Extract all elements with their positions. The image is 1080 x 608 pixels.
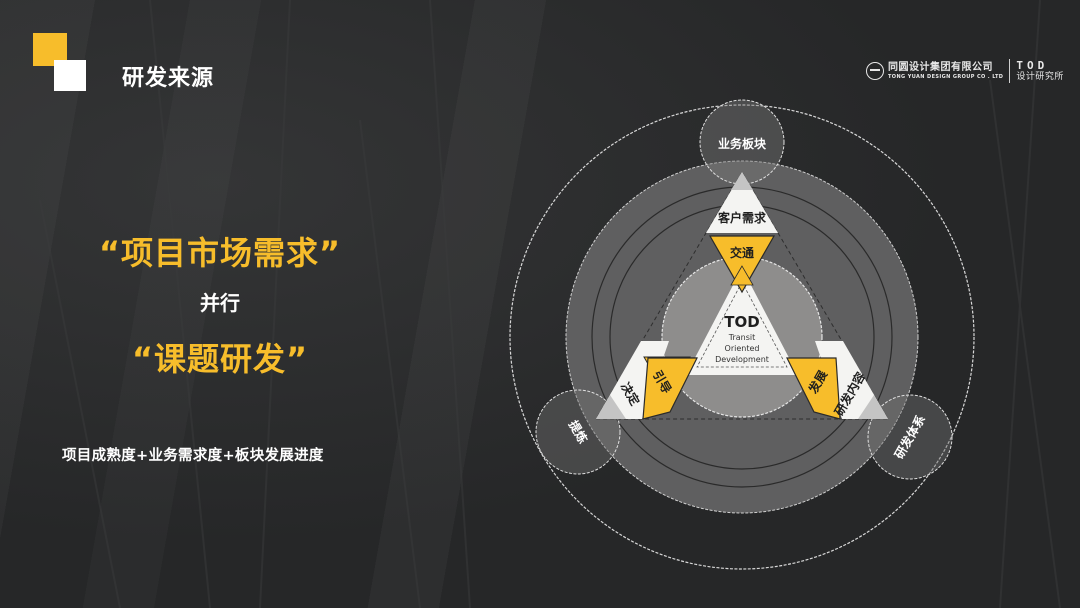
top-tip: [731, 172, 753, 190]
label-business-segment: 业务板块: [718, 136, 767, 151]
tod-mark: TOD: [1016, 59, 1049, 72]
top-white-triangle: [706, 172, 778, 233]
satellite-left: [535, 389, 621, 475]
page-title: 研发来源: [122, 66, 215, 91]
label-customer-demand: 客户需求: [717, 210, 767, 225]
headline-market-demand: “项目市场需求”: [98, 234, 342, 272]
center-triangle: [686, 268, 798, 375]
company-name-cn: 同圆设计集团有限公司: [888, 61, 993, 73]
label-transport: 交通: [730, 245, 754, 260]
guide-triangle: [595, 171, 889, 420]
brand-divider: [1009, 59, 1011, 83]
outer-ring: [509, 104, 975, 570]
headline-parallel: 并行: [200, 291, 240, 315]
top-yellow-overlap: [730, 265, 754, 286]
tod-unit-name: 设计研究所: [1016, 72, 1064, 82]
brand-logo: 同圆设计集团有限公司 TONG YUAN DESIGN GROUP CO . L…: [866, 58, 1064, 84]
label-development: Development: [715, 355, 769, 364]
top-yellow-triangle: [708, 235, 776, 294]
right-tip: [858, 395, 888, 419]
center-inner-dashed: [696, 281, 788, 368]
company-name-en: TONG YUAN DESIGN GROUP CO . LTD: [888, 73, 1004, 80]
satellite-right: [867, 394, 953, 480]
headline-research: “课题研发”: [131, 340, 309, 378]
label-oriented: Oriented: [725, 344, 760, 353]
label-tod: TOD: [724, 313, 759, 331]
company-emblem-icon: [866, 62, 884, 80]
subtext-criteria: 项目成熟度+业务需求度+板块发展进度: [62, 448, 324, 464]
left-tip: [596, 395, 626, 419]
left-yellow-band: [642, 357, 698, 420]
label-transit: Transit: [728, 333, 756, 342]
logo-white-square: [54, 60, 86, 91]
right-yellow-band: [786, 357, 841, 420]
